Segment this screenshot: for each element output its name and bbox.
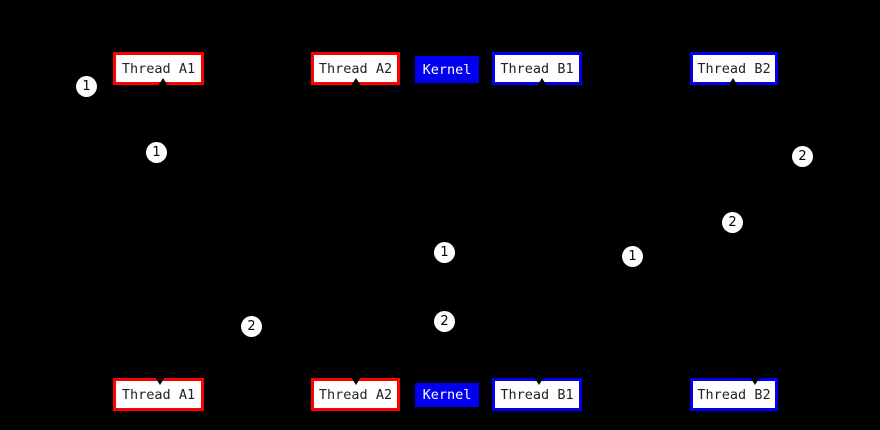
arrowhead-icon xyxy=(351,78,361,86)
step-marker-7: 2 xyxy=(434,311,455,332)
arrowhead-icon xyxy=(750,377,760,385)
node-thread-b2-bottom: Thread B2 xyxy=(690,378,778,411)
step-marker-5: 1 xyxy=(434,242,455,263)
arrowhead-icon xyxy=(534,377,544,385)
step-marker-8: 2 xyxy=(241,316,262,337)
step-marker-3: 2 xyxy=(792,146,813,167)
arrowhead-icon xyxy=(158,78,168,86)
arrowhead-icon xyxy=(537,78,547,86)
step-marker-1: 1 xyxy=(76,76,97,97)
arrowhead-icon xyxy=(351,377,361,385)
arrowhead-icon xyxy=(155,377,165,385)
step-marker-6: 1 xyxy=(622,246,643,267)
node-kernel-bottom: Kernel xyxy=(415,383,479,407)
step-marker-4: 2 xyxy=(722,212,743,233)
node-kernel-top: Kernel xyxy=(415,56,479,83)
arrowhead-icon xyxy=(728,78,738,86)
step-marker-2: 1 xyxy=(146,142,167,163)
